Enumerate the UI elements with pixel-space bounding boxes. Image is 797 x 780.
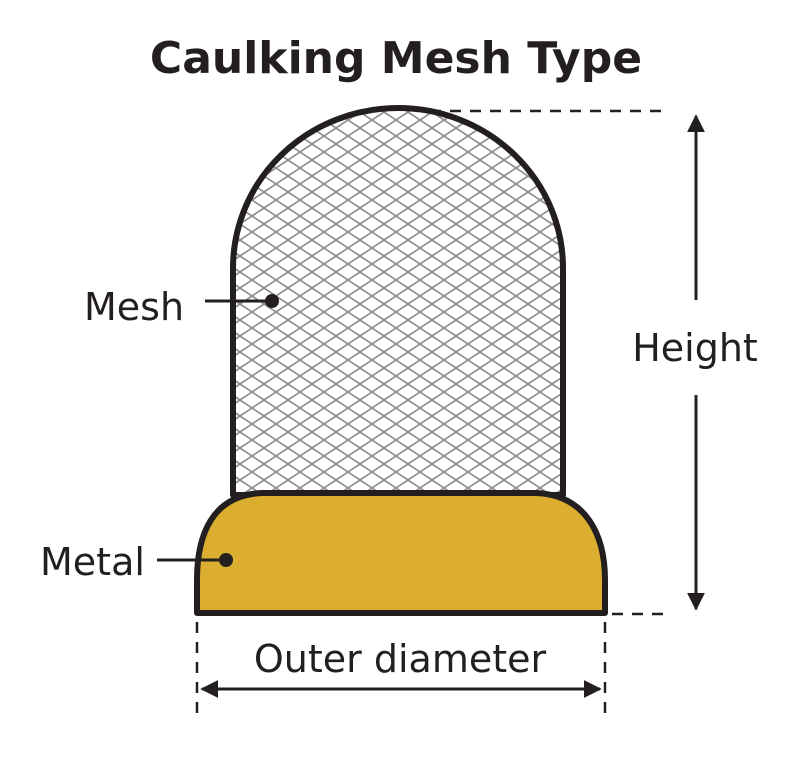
mesh-callout-dot [265, 294, 279, 308]
height-label: Height [632, 326, 758, 370]
metal-label: Metal [40, 540, 145, 584]
diagram-title: Caulking Mesh Type [150, 33, 642, 84]
mesh-label: Mesh [84, 285, 184, 329]
outer-diameter-label: Outer diameter [254, 637, 547, 681]
metal-callout-dot [219, 553, 233, 567]
metal-base [194, 490, 608, 616]
mesh-body [230, 105, 566, 498]
